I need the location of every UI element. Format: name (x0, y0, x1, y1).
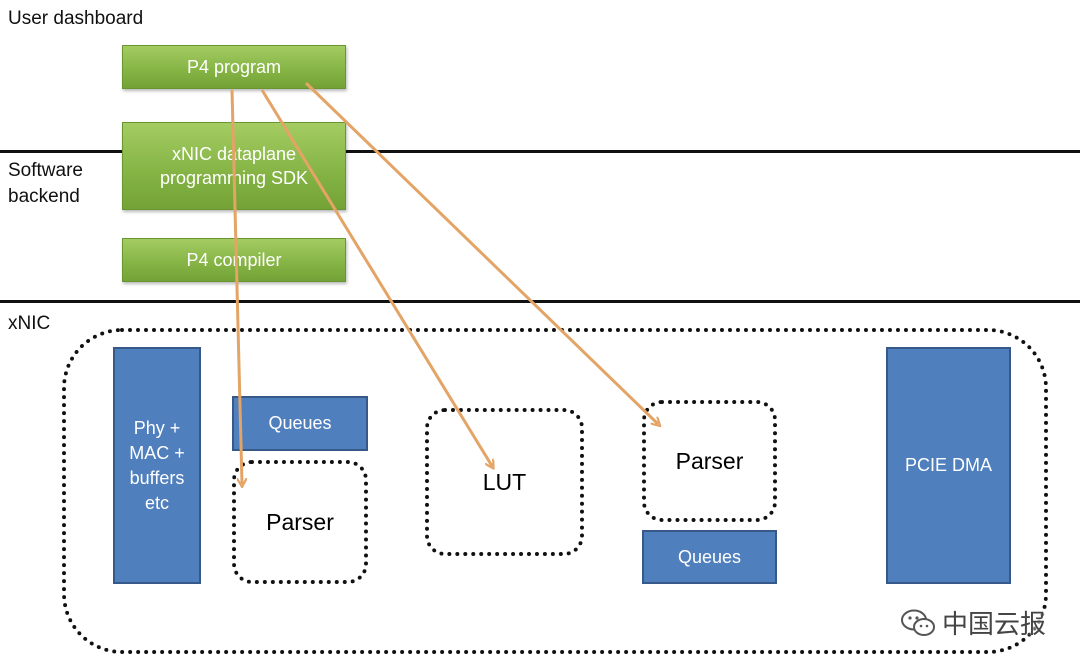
watermark: 中国云报 (900, 604, 1046, 641)
queues-left-box: Queues (232, 396, 368, 451)
pcie-dma-box: PCIE DMA (886, 347, 1011, 584)
queues-left-label: Queues (268, 413, 332, 433)
p4-compiler-label: P4 compiler (186, 250, 282, 270)
p4-program-label: P4 program (186, 57, 282, 77)
layer-label-xnic: xNIC (8, 313, 51, 334)
parser-left-label: Parser (266, 508, 334, 535)
lut-label: LUT (482, 468, 527, 495)
lut-box: LUT (425, 408, 584, 556)
p4-compiler-box: P4 compiler (122, 238, 346, 282)
queues-right-box: Queues (642, 530, 777, 584)
watermark-text: 中国云报 (941, 609, 1046, 639)
pcie-dma-label: PCIE DMA (904, 455, 992, 475)
phy-mac-label: Phy + MAC + buffers etc (129, 417, 185, 513)
sdk-label: xNIC dataplane programming SDK (159, 144, 309, 188)
wechat-icon (900, 609, 935, 636)
phy-mac-box: Phy + MAC + buffers etc (113, 347, 201, 584)
parser-right-label: Parser (675, 447, 744, 474)
divider-backend-xnic (0, 300, 1080, 303)
sdk-box: xNIC dataplane programming SDK (122, 122, 346, 210)
parser-right-box: Parser (642, 400, 777, 522)
layer-label-user-dashboard: User dashboard (8, 8, 144, 29)
p4-program-box: P4 program (122, 45, 346, 89)
layer-label-software-backend: Software backend (8, 160, 83, 207)
queues-right-label: Queues (677, 546, 742, 567)
parser-left-box: Parser (232, 460, 368, 584)
